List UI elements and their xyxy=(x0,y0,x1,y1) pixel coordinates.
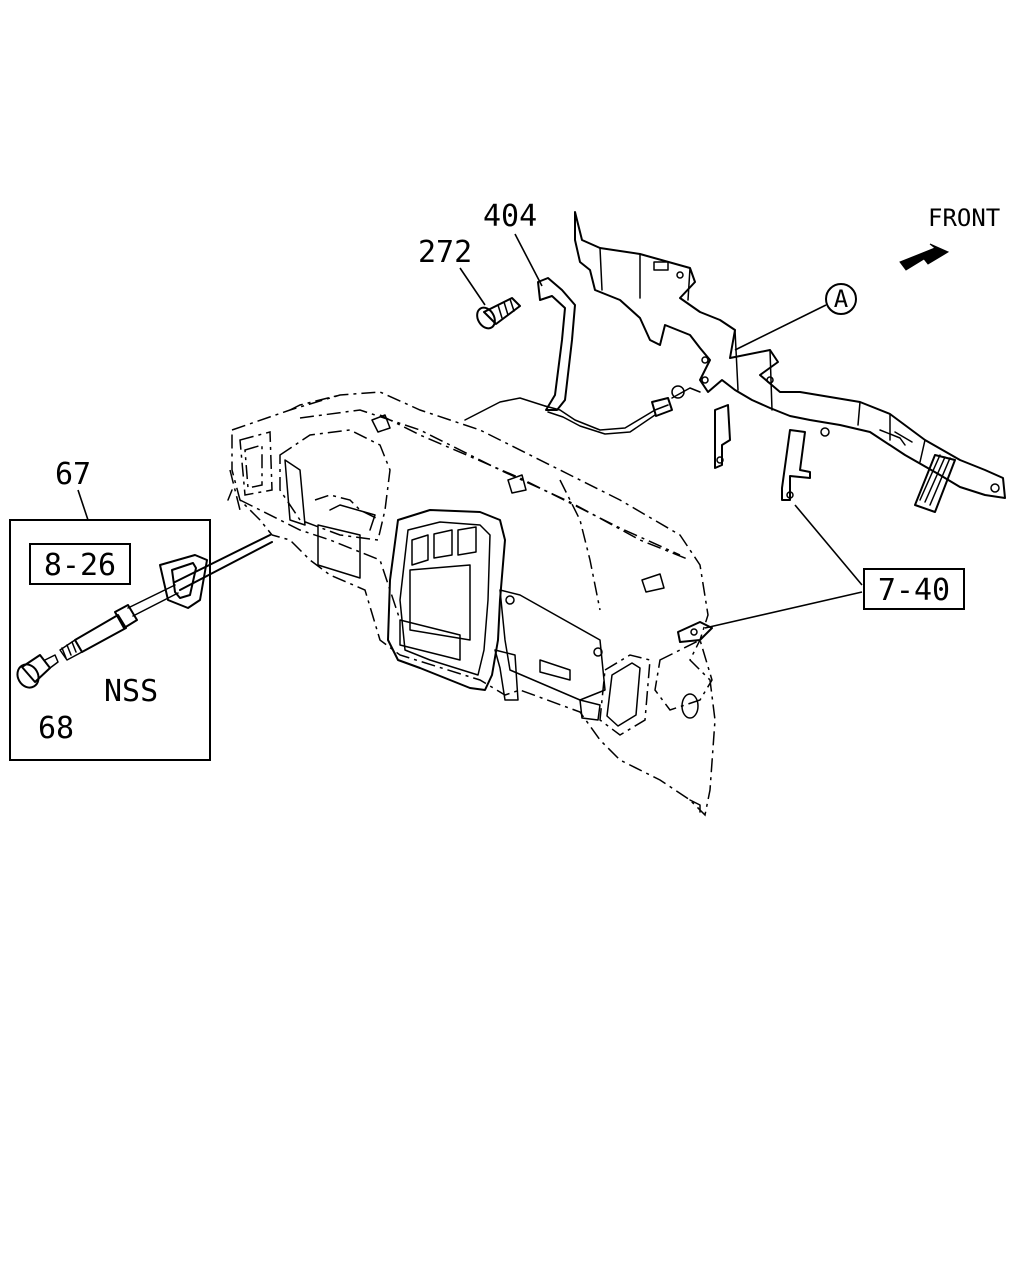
ref-label-7-40: 7-40 xyxy=(878,573,950,608)
front-arrow-icon xyxy=(899,243,950,271)
part-label-68: 68 xyxy=(38,711,74,746)
leader-67 xyxy=(77,489,89,521)
part-label-404: 404 xyxy=(483,199,537,234)
leader-404 xyxy=(514,233,543,287)
part-label-272: 272 xyxy=(418,235,472,270)
callout-a-label: A xyxy=(834,285,849,313)
cross-car-beam xyxy=(574,211,1006,513)
instrument-panel xyxy=(227,391,716,817)
screw-272 xyxy=(476,297,521,330)
ref-label-8-26: 8-26 xyxy=(44,548,116,583)
leader-a xyxy=(734,304,827,351)
leader-7-40-b xyxy=(704,591,863,629)
leader-7-40-a xyxy=(794,504,863,586)
ref-box-7-40 xyxy=(863,568,965,610)
leader-272 xyxy=(459,267,486,306)
assembly-67-parts xyxy=(16,534,273,689)
cable-assembly xyxy=(464,277,701,435)
ref-box-8-26 xyxy=(29,543,131,585)
front-label: FRONT xyxy=(928,204,1000,232)
part-label-67: 67 xyxy=(55,457,91,492)
callout-a-circle xyxy=(825,283,857,315)
part-label-nss: NSS xyxy=(104,674,158,709)
